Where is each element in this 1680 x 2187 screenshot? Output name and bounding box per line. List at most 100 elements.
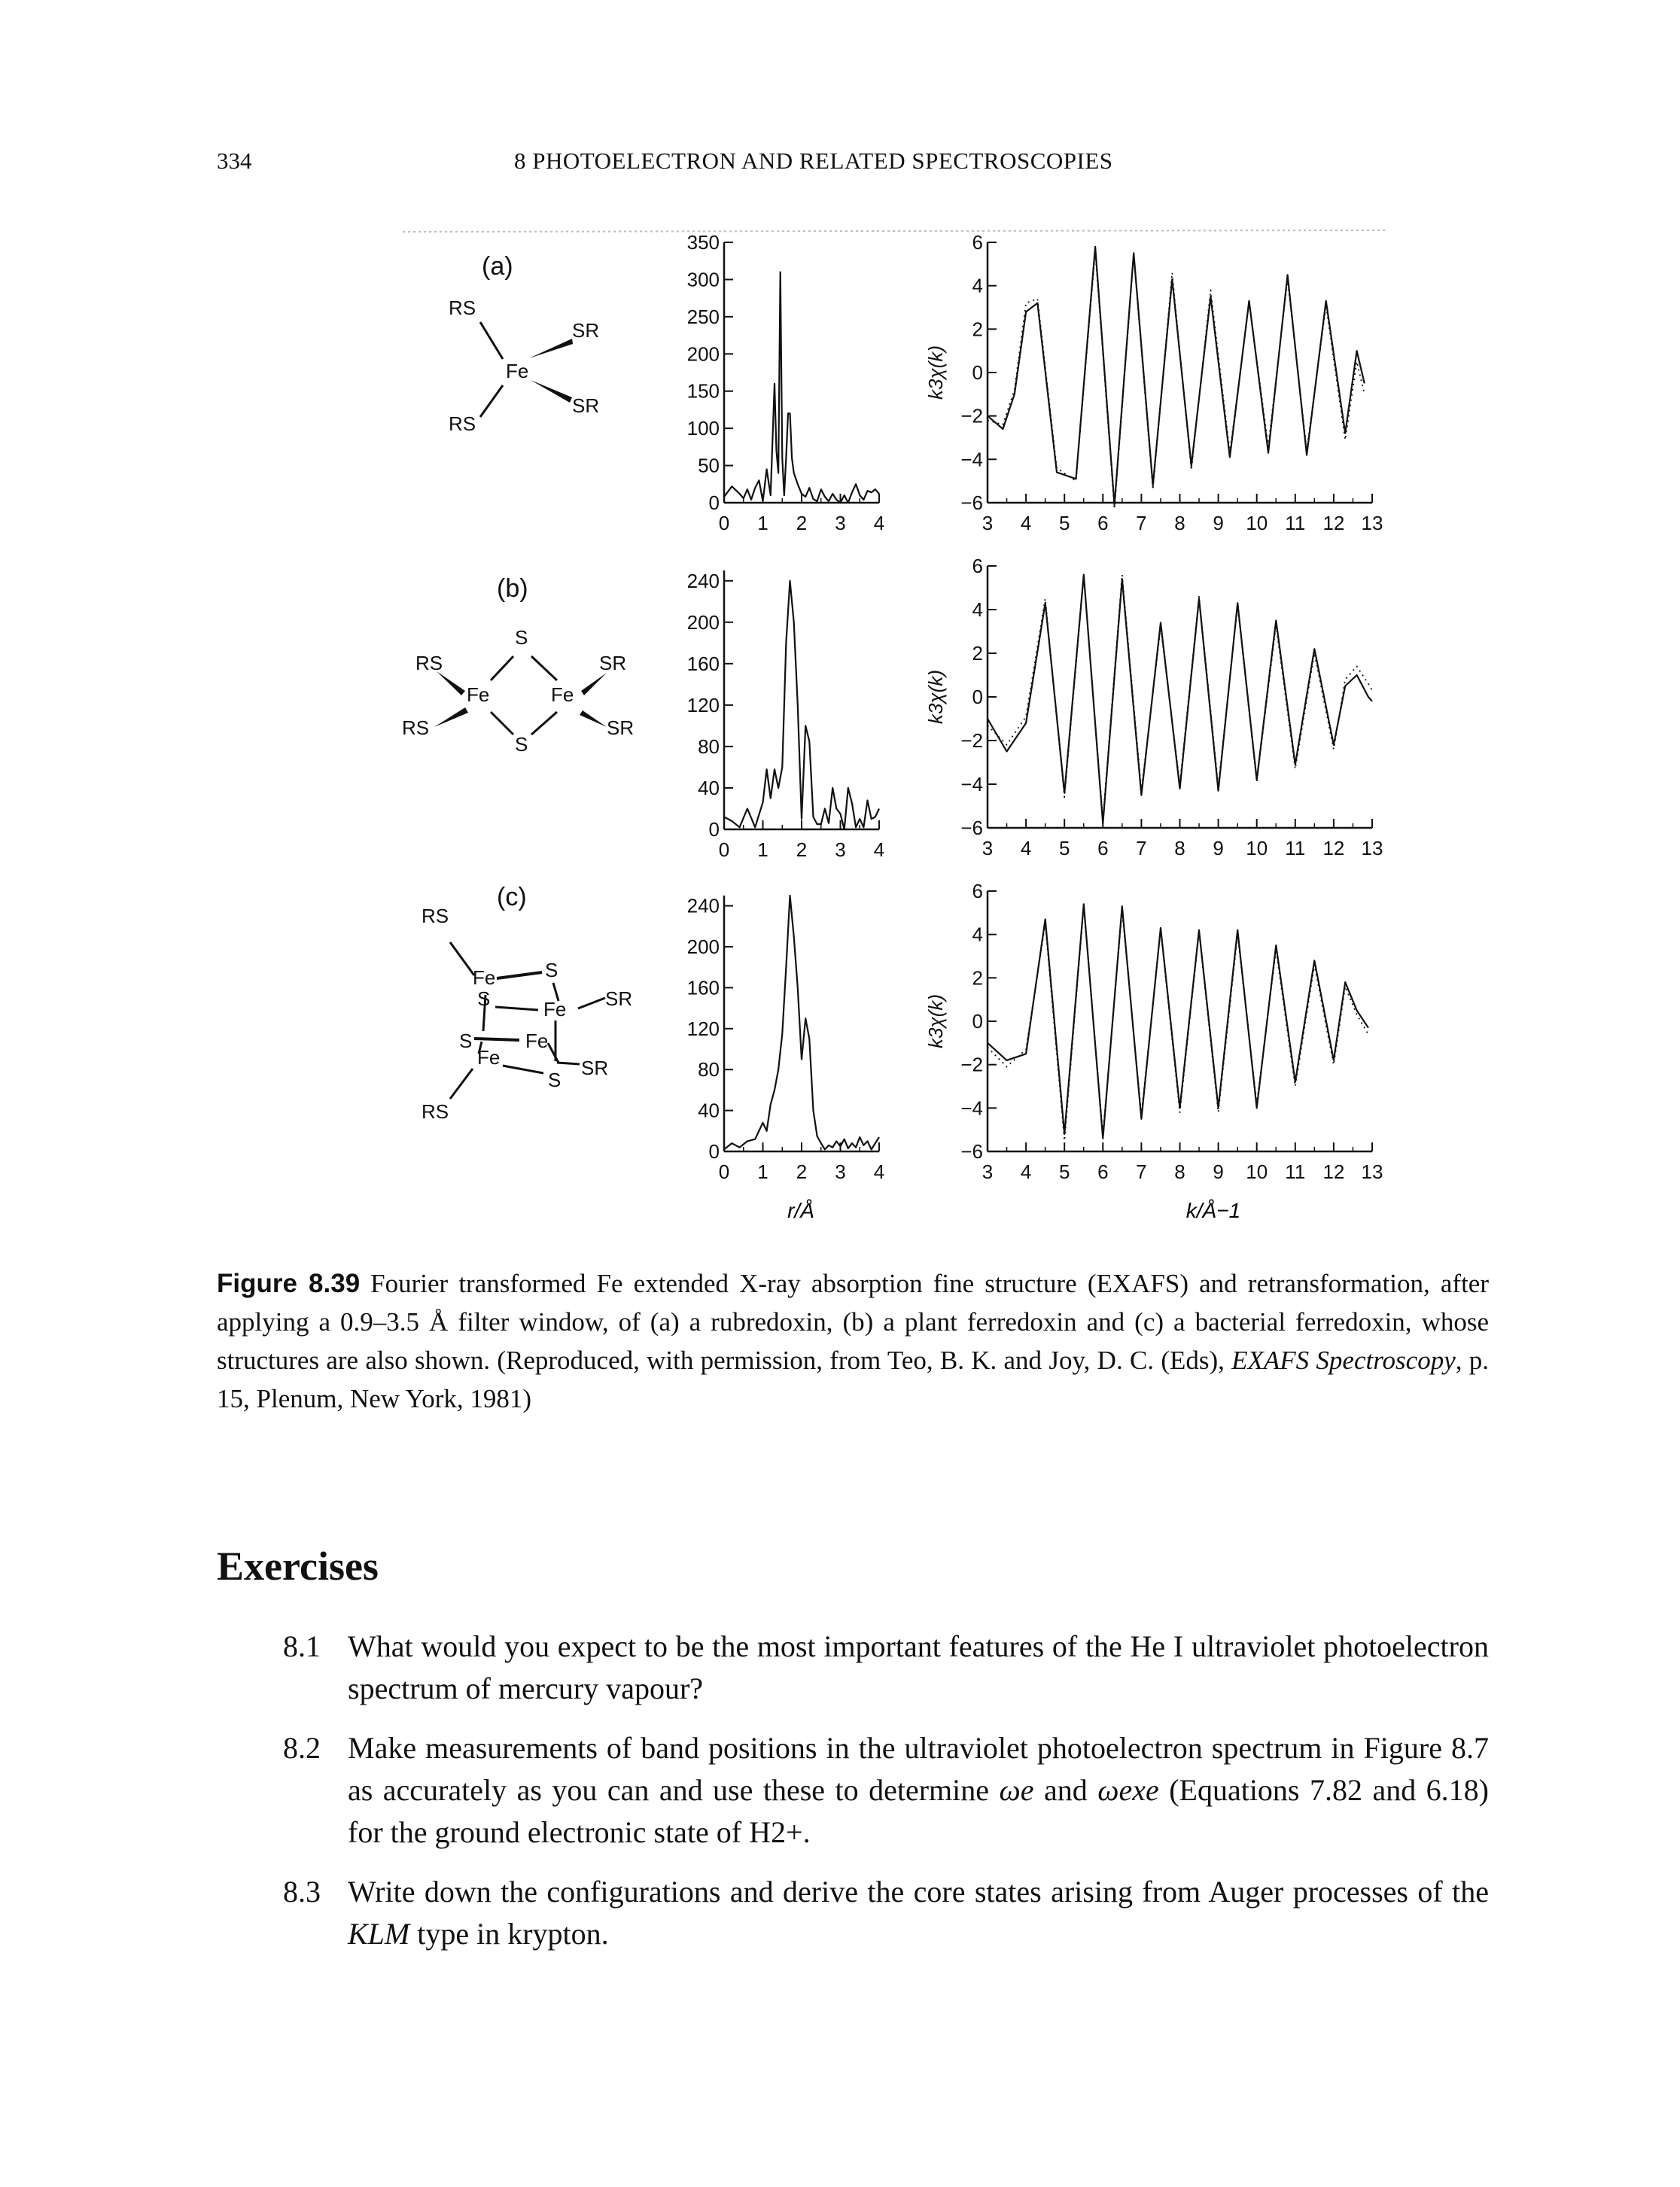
struct-a-atom: Fe — [506, 360, 528, 382]
exercise-text: Make measurements of band positions in t… — [348, 1731, 1489, 1807]
y-tick-label: −4 — [960, 448, 983, 470]
struct-c-atom: Fe — [525, 1030, 548, 1052]
y-tick-label: 0 — [972, 1010, 983, 1033]
series-line-experimental — [987, 903, 1369, 1139]
y-tick-label: 6 — [972, 555, 983, 577]
y-tick-label: 200 — [687, 611, 720, 634]
x-tick-label: 2 — [796, 1160, 807, 1183]
y-tick-label: 240 — [687, 570, 720, 592]
y-tick-label: 40 — [698, 777, 720, 799]
series-line-fit — [987, 573, 1373, 820]
page-header: 334 8 PHOTOELECTRON AND RELATED SPECTROS… — [217, 148, 1489, 181]
x-tick-label: 6 — [1097, 1160, 1108, 1183]
struct-b-atom: Fe — [551, 683, 574, 706]
x-tick-label: 9 — [1213, 837, 1223, 859]
y-tick-label: −6 — [960, 491, 983, 514]
x-tick-label: 0 — [719, 512, 729, 534]
x-tick-label: 5 — [1059, 837, 1070, 859]
x-tick-label: 11 — [1285, 1160, 1305, 1183]
x-tick-label: 3 — [982, 1160, 993, 1183]
y-tick-label: −6 — [960, 817, 983, 839]
series-line-experimental — [723, 271, 880, 504]
y-tick-label: 2 — [972, 966, 983, 989]
y-tick-label: 40 — [698, 1100, 720, 1122]
omega-e-symbol: ωe — [999, 1773, 1034, 1807]
x-tick-label: 12 — [1322, 837, 1344, 859]
x-tick-label: 4 — [874, 512, 884, 534]
scan-edge-line — [402, 230, 1386, 233]
struct-a-atom: SR — [572, 394, 599, 417]
x-tick-label: 12 — [1322, 512, 1344, 534]
x-tick-label: 12 — [1322, 1160, 1344, 1183]
x-tick-label: 9 — [1213, 1160, 1223, 1183]
struct-c-atom: Fe — [543, 998, 566, 1020]
x-tick-label: 11 — [1285, 512, 1305, 534]
omega-e-x-e-symbol: ωexe — [1097, 1773, 1159, 1807]
x-tick-label: 4 — [1021, 837, 1031, 859]
x-tick-label: 3 — [835, 1160, 845, 1183]
y-tick-label: 2 — [972, 642, 983, 665]
r-axis-label: r/Å — [787, 1199, 814, 1222]
exercise-number: 8.2 — [283, 1731, 321, 1765]
k-y-axis-label: k3χ(k) — [924, 345, 947, 400]
struct-b-atom: SR — [599, 652, 626, 674]
y-tick-label: 4 — [972, 923, 983, 946]
exercise-number: 8.3 — [283, 1875, 321, 1909]
struct-b-atom: SR — [607, 716, 634, 739]
y-tick-label: 2 — [972, 318, 983, 340]
caption-tail: , p. 15, Plenum, New York, 1981) — [217, 1346, 1490, 1413]
x-tick-label: 0 — [719, 1160, 729, 1183]
y-tick-label: 0 — [709, 818, 720, 841]
page-number: 334 — [217, 148, 252, 174]
term-klm: KLM — [348, 1917, 410, 1951]
struct-c-atom: S — [545, 959, 558, 981]
x-tick-label: 7 — [1136, 1160, 1146, 1183]
x-tick-label: 10 — [1246, 837, 1268, 859]
x-tick-label: 4 — [874, 1160, 884, 1183]
struct-b-atom: RS — [402, 716, 429, 739]
x-tick-label: 5 — [1059, 1160, 1070, 1183]
x-tick-label: 10 — [1246, 512, 1268, 534]
x-tick-label: 8 — [1174, 837, 1185, 859]
struct-c-atom: SR — [581, 1057, 608, 1079]
running-head: 8 PHOTOELECTRON AND RELATED SPECTROSCOPI… — [514, 148, 1113, 174]
x-tick-label: 7 — [1136, 837, 1146, 859]
y-tick-label: −2 — [960, 1054, 983, 1076]
k-y-axis-label: k3χ(k) — [924, 994, 947, 1048]
x-tick-label: 0 — [719, 838, 729, 861]
x-tick-label: 2 — [796, 838, 807, 861]
x-tick-label: 1 — [757, 1160, 768, 1183]
exercise-text: Write down the configurations and derive… — [348, 1875, 1489, 1909]
x-tick-label: 1 — [757, 838, 768, 861]
x-tick-label: 9 — [1213, 512, 1223, 534]
caption-text: Fourier transformed Fe extended X-ray ab… — [217, 1269, 1490, 1375]
x-tick-label: 2 — [796, 512, 807, 534]
y-tick-label: 120 — [687, 1017, 720, 1040]
x-tick-label: 4 — [1021, 512, 1031, 534]
y-tick-label: 200 — [687, 342, 720, 365]
y-tick-label: −2 — [960, 405, 983, 427]
series-line-experimental — [987, 245, 1365, 506]
x-tick-label: 8 — [1174, 512, 1185, 534]
figure-label: Figure 8.39 — [217, 1269, 361, 1298]
y-tick-label: 50 — [698, 455, 720, 477]
y-tick-label: 160 — [687, 652, 720, 675]
y-tick-label: 250 — [687, 306, 720, 328]
struct-b-atom: S — [515, 733, 528, 756]
x-tick-label: 7 — [1136, 512, 1146, 534]
struct-c-atom: Fe — [477, 1046, 500, 1069]
x-tick-label: 13 — [1362, 512, 1383, 534]
y-tick-label: 300 — [687, 268, 720, 290]
x-tick-label: 4 — [1021, 1160, 1031, 1183]
panel-a-label: (a) — [482, 252, 513, 281]
x-tick-label: 3 — [835, 838, 845, 861]
exercise-item: 8.2 Make measurements of band positions … — [283, 1727, 1489, 1854]
figure-8-39: (a) RS SR Fe RS SR (b) S RS SR Fe Fe RS … — [402, 230, 1386, 1222]
x-tick-label: 1 — [757, 512, 768, 534]
x-tick-label: 3 — [982, 512, 993, 534]
series-line-experimental — [723, 579, 880, 831]
exercise-item: 8.3 Write down the configurations and de… — [283, 1871, 1489, 1955]
struct-c-atom: S — [459, 1030, 472, 1052]
k-y-axis-label: k3χ(k) — [924, 670, 947, 724]
